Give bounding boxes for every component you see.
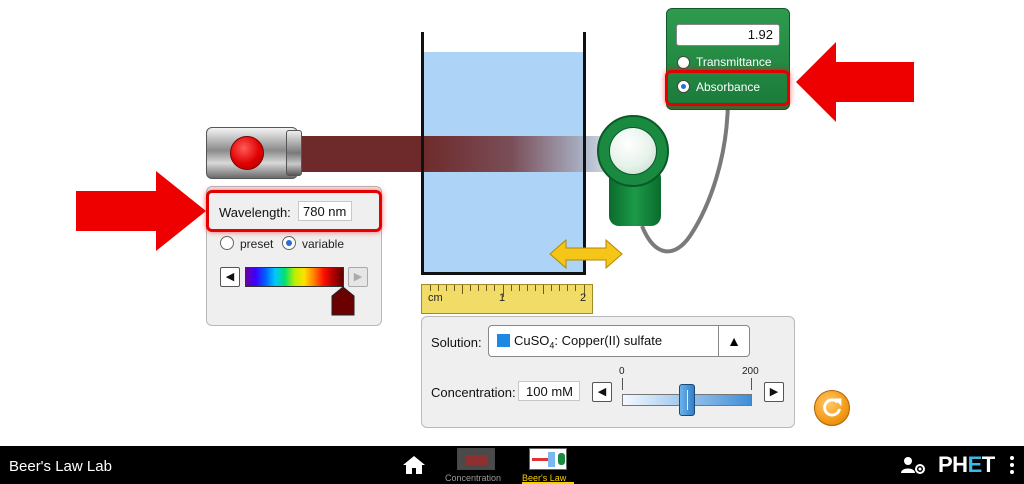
wavelength-decrement-button[interactable]: ◀ (220, 267, 240, 287)
light-source-nozzle (286, 130, 302, 176)
detector-lens (609, 127, 657, 175)
cuvette[interactable] (421, 32, 586, 275)
concentration-slider-min: 0 (619, 366, 625, 377)
beers-law-thumb-beam (532, 458, 548, 461)
navigation-bar (0, 446, 1024, 484)
variable-label: variable (302, 237, 345, 251)
concentration-screen-button[interactable] (457, 448, 495, 470)
meter-readout: 1.92 (676, 24, 780, 46)
concentration-screen-thumbnail (466, 455, 488, 465)
concentration-screen-label: Concentration (445, 473, 502, 483)
active-screen-underline (522, 482, 574, 484)
phet-logo[interactable]: PHET (938, 452, 995, 478)
annotation-arrow-right (76, 171, 206, 251)
wavelength-slider-thumb[interactable] (331, 286, 355, 316)
solution-combo-box[interactable] (488, 325, 750, 357)
wavelength-value: 780 nm (298, 201, 352, 221)
phet-logo-t: T (981, 452, 995, 477)
absorbance-radio[interactable] (677, 80, 690, 93)
solution-color-swatch (497, 334, 510, 347)
ruler-label-1: 1 (499, 292, 506, 304)
beers-law-screen-button[interactable] (529, 448, 567, 470)
solution-formula: CuSO (514, 333, 550, 348)
wavelength-spectrum-slider[interactable] (245, 267, 344, 287)
detector-cable (640, 97, 730, 254)
light-beam (302, 136, 422, 172)
home-icon[interactable] (402, 455, 426, 475)
variable-radio[interactable] (282, 236, 296, 250)
solution-label: Solution: (431, 335, 482, 350)
slider-tick-max (751, 378, 752, 390)
concentration-slider-max: 200 (742, 366, 759, 377)
reset-all-icon[interactable] (814, 390, 850, 426)
phet-logo-ph: PH (938, 452, 968, 477)
wavelength-increment-button[interactable]: ▶ (348, 267, 368, 287)
absorbance-highlight-box (665, 70, 790, 106)
ruler[interactable] (421, 284, 593, 314)
beers-law-screen-label: Beer's Law (522, 473, 567, 483)
preferences-icon[interactable] (900, 455, 926, 475)
cuvette-width-drag-handle[interactable] (548, 238, 624, 270)
solution-selected-text: CuSO4: Copper(II) sulfate (514, 333, 662, 351)
wavelength-highlight-box (206, 190, 382, 232)
preset-label: preset (240, 237, 274, 251)
beers-law-thumb-detector (558, 453, 565, 465)
slider-tick-min (622, 378, 623, 390)
concentration-increment-button[interactable]: ▶ (764, 382, 784, 402)
menu-dots-icon[interactable] (1008, 455, 1016, 475)
light-beam-through-solution (422, 136, 585, 172)
solution-formula-subscript: 4 (549, 340, 555, 351)
light-power-button[interactable] (230, 136, 264, 170)
ruler-unit-label: cm (428, 292, 443, 304)
transmittance-label: Transmittance (696, 55, 772, 69)
concentration-slider-thumb[interactable] (679, 384, 695, 416)
concentration-label: Concentration: (431, 385, 516, 400)
preset-radio[interactable] (220, 236, 234, 250)
app-title: Beer's Law Lab (9, 458, 112, 475)
phet-logo-e: E (967, 452, 983, 477)
solution-name: : Copper(II) sulfate (554, 333, 663, 348)
transmittance-radio[interactable] (677, 56, 690, 69)
absorbance-label: Absorbance (696, 80, 761, 94)
beers-law-thumb-cuvette (548, 452, 555, 467)
annotation-arrow-left (796, 42, 914, 122)
ruler-label-2: 2 (580, 292, 587, 304)
concentration-value: 100 mM (518, 381, 580, 401)
concentration-decrement-button[interactable]: ◀ (592, 382, 612, 402)
wavelength-label: Wavelength: (219, 205, 291, 220)
solution-dropdown-button[interactable]: ▲ (718, 326, 749, 356)
